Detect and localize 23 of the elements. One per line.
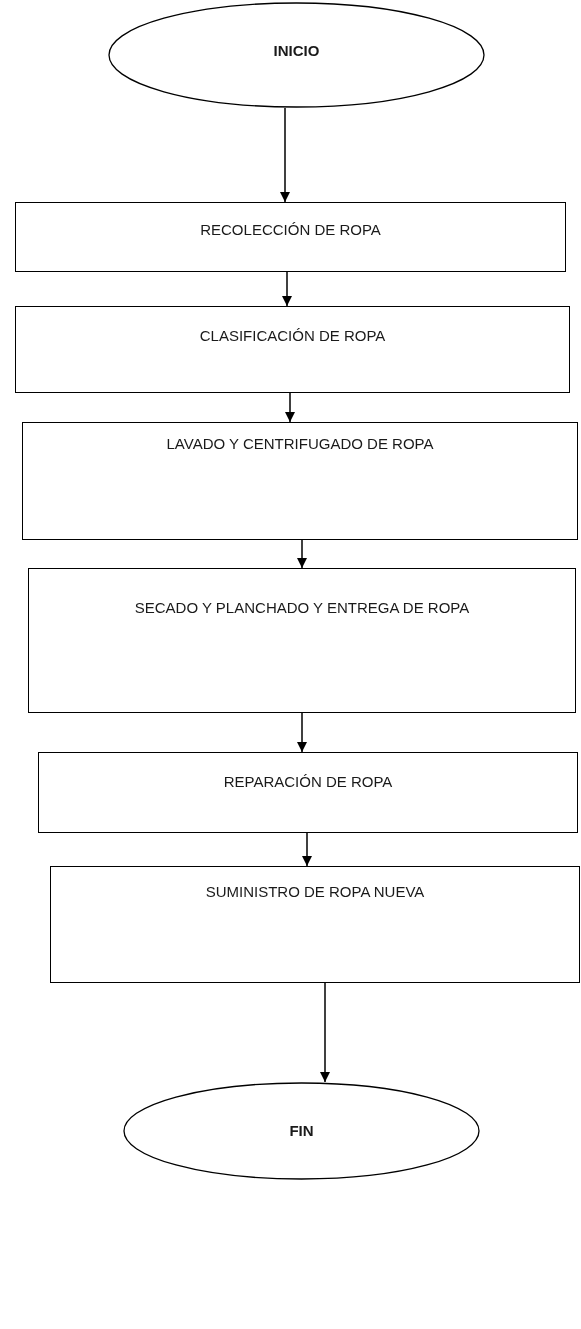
arrow [285,392,295,423]
node-label: LAVADO Y CENTRIFUGADO DE ROPA [166,435,434,452]
node-label: SUMINISTRO DE ROPA NUEVA [205,883,425,900]
node-label: FIN [289,1122,314,1139]
terminal-ellipse [123,1082,480,1180]
node-label: CLASIFICACIÓN DE ROPA [199,327,386,344]
node-label: REPARACIÓN DE ROPA [223,773,393,790]
arrow [297,539,307,569]
node-label: SECADO Y PLANCHADO Y ENTREGA DE ROPA [134,599,470,616]
node-label: INICIO [273,42,320,59]
arrow [302,832,312,867]
arrow [320,982,330,1083]
process-box [15,202,566,272]
process-box [22,422,578,540]
arrow [280,107,290,203]
arrow [297,712,307,753]
process-box [38,752,578,833]
terminal-ellipse [108,2,485,108]
arrow [282,271,292,307]
process-box [50,866,580,983]
node-label: RECOLECCIÓN DE ROPA [200,221,381,238]
process-box [28,568,576,713]
process-box [15,306,570,393]
